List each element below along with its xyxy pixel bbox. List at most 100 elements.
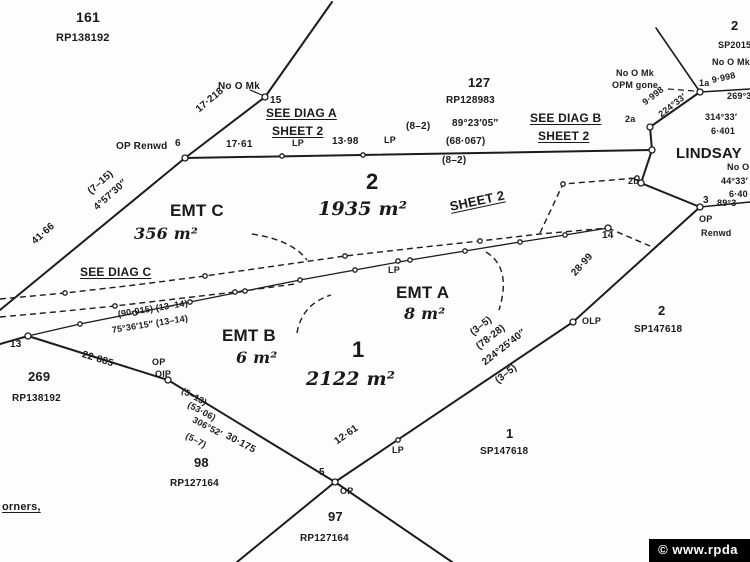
area-lot-1: 2122 m²: [306, 368, 396, 390]
point-label-13: 13: [10, 339, 22, 350]
ref-8-2-a: (8–2): [406, 121, 431, 132]
survey-point: [648, 146, 656, 154]
easement-a-label: EMT A: [396, 283, 450, 302]
bearing-89-3: 89°3: [717, 198, 737, 208]
ref-5-7: (5–7): [183, 430, 209, 450]
mark-note-no-o-mk: No O Mk: [218, 81, 260, 92]
mark-note-opm-gone: OPM gone: [612, 80, 659, 90]
survey-point: [342, 253, 348, 259]
lot-number-97: 97: [328, 509, 343, 524]
plan-number-rp128983: RP128983: [446, 95, 495, 106]
survey-point: [232, 289, 238, 295]
ref-8-2-b: (8–2): [442, 155, 467, 166]
easement-dashed-line: [0, 283, 296, 318]
survey-point: [77, 321, 83, 327]
dimension-6-40: 6·40: [729, 189, 748, 199]
survey-point: [279, 153, 285, 159]
survey-point: [560, 181, 566, 187]
bearing-314-33: 314°33′: [705, 112, 738, 122]
dimension-13-98: 13·98: [332, 136, 359, 147]
dimension-9-998-a: 9·998: [710, 70, 737, 85]
easement-dashed-line: [607, 227, 651, 247]
plan-number-sp147618-a: SP147618: [634, 324, 683, 335]
plan-number-rp138192-b: RP138192: [12, 393, 61, 404]
point-label-6: 6: [175, 138, 181, 149]
survey-point: [132, 310, 138, 316]
mark-olp: OLP: [582, 316, 602, 326]
easement-arc: [485, 251, 505, 311]
mark-lp-2: LP: [384, 135, 396, 145]
boundary-line: [699, 201, 750, 208]
bearing-89-23-05: 89°23′05″: [452, 118, 499, 129]
survey-point: [477, 238, 483, 244]
survey-point: [164, 376, 172, 384]
sheet-2-note-b: SHEET 2: [538, 129, 590, 143]
survey-point: [637, 179, 645, 187]
survey-point: [331, 478, 339, 486]
mark-renwd-3: Renwd: [701, 228, 732, 238]
easement-c-area: 356 m²: [134, 224, 199, 243]
survey-point: [462, 248, 468, 254]
mark-oip-4: OIP: [155, 369, 172, 379]
dimension-17-61: 17·61: [226, 139, 253, 150]
survey-point: [395, 437, 401, 443]
mark-op-4: OP: [152, 357, 166, 367]
sheet-2-note-rotated: SHEET 2: [448, 187, 506, 214]
easement-b-label: EMT B: [222, 326, 276, 345]
mark-note-no-o: No O: [727, 162, 750, 172]
dimension-17-218: 17·218: [193, 85, 226, 115]
boundary-line: [334, 481, 453, 562]
see-diag-a-note: SEE DIAG A: [266, 106, 337, 120]
dimension-12-61: 12·61: [332, 422, 361, 448]
plan-number-sp147618-b: SP147618: [480, 446, 529, 457]
area-lot-2: 1935 m²: [318, 198, 408, 220]
point-label-14: 14: [602, 230, 614, 241]
boundary-line: [699, 88, 750, 93]
watermark: © www.rpda: [649, 539, 750, 562]
mark-note-op-renwd: OP Renwd: [116, 141, 168, 152]
lot-number-127: 127: [468, 75, 491, 90]
sheet-2-note-a: SHEET 2: [272, 124, 324, 138]
bearing-269-3: 269°3: [727, 91, 750, 101]
dimension-6-401: 6·401: [711, 126, 736, 136]
survey-point: [62, 290, 68, 296]
easement-c-label: EMT C: [170, 201, 224, 220]
see-diag-b-note: SEE DIAG B: [530, 111, 602, 125]
ref-3-5-b: (3–5): [493, 362, 520, 386]
easement-arc: [296, 294, 332, 334]
lot-number-2-sp2015: 2: [731, 18, 739, 33]
plan-number-rp127164-b: RP127164: [300, 533, 349, 544]
mark-note-no-o-mk-3: No O Mk: [712, 57, 750, 67]
boundary-line: [236, 481, 336, 562]
survey-point: [696, 203, 704, 211]
lot-number-269: 269: [28, 369, 51, 384]
survey-point: [202, 273, 208, 279]
plan-number-rp127164-a: RP127164: [170, 478, 219, 489]
point-label-1a: 1a: [699, 78, 710, 88]
boundary-line: [184, 149, 653, 159]
bearing-224-33: 224°33′: [656, 91, 688, 120]
boundary-line: [0, 335, 29, 345]
cut-note-corners: orners,: [2, 501, 41, 513]
survey-point: [407, 257, 413, 263]
plan-number-rp138192: RP138192: [56, 32, 110, 44]
lot-number-161: 161: [76, 9, 100, 25]
lot-number-2: 2: [366, 169, 379, 194]
watermark-text: © www.rpda: [658, 542, 738, 557]
easement-a-area: 8 m²: [404, 304, 446, 323]
lot-number-1: 1: [352, 337, 365, 362]
easement-dashed-line: [0, 227, 609, 300]
mark-lp-3: LP: [392, 445, 404, 455]
point-label-2a: 2a: [625, 114, 636, 124]
survey-point: [696, 88, 704, 96]
survey-point: [646, 123, 654, 131]
easement-arc: [251, 233, 308, 261]
dimension-30-175: 30·175: [223, 430, 258, 456]
dimension-41-66: 41·66: [29, 220, 57, 247]
survey-point: [360, 152, 366, 158]
dimension-28-99: 28·99: [569, 251, 596, 279]
boundary-line: [655, 27, 701, 93]
